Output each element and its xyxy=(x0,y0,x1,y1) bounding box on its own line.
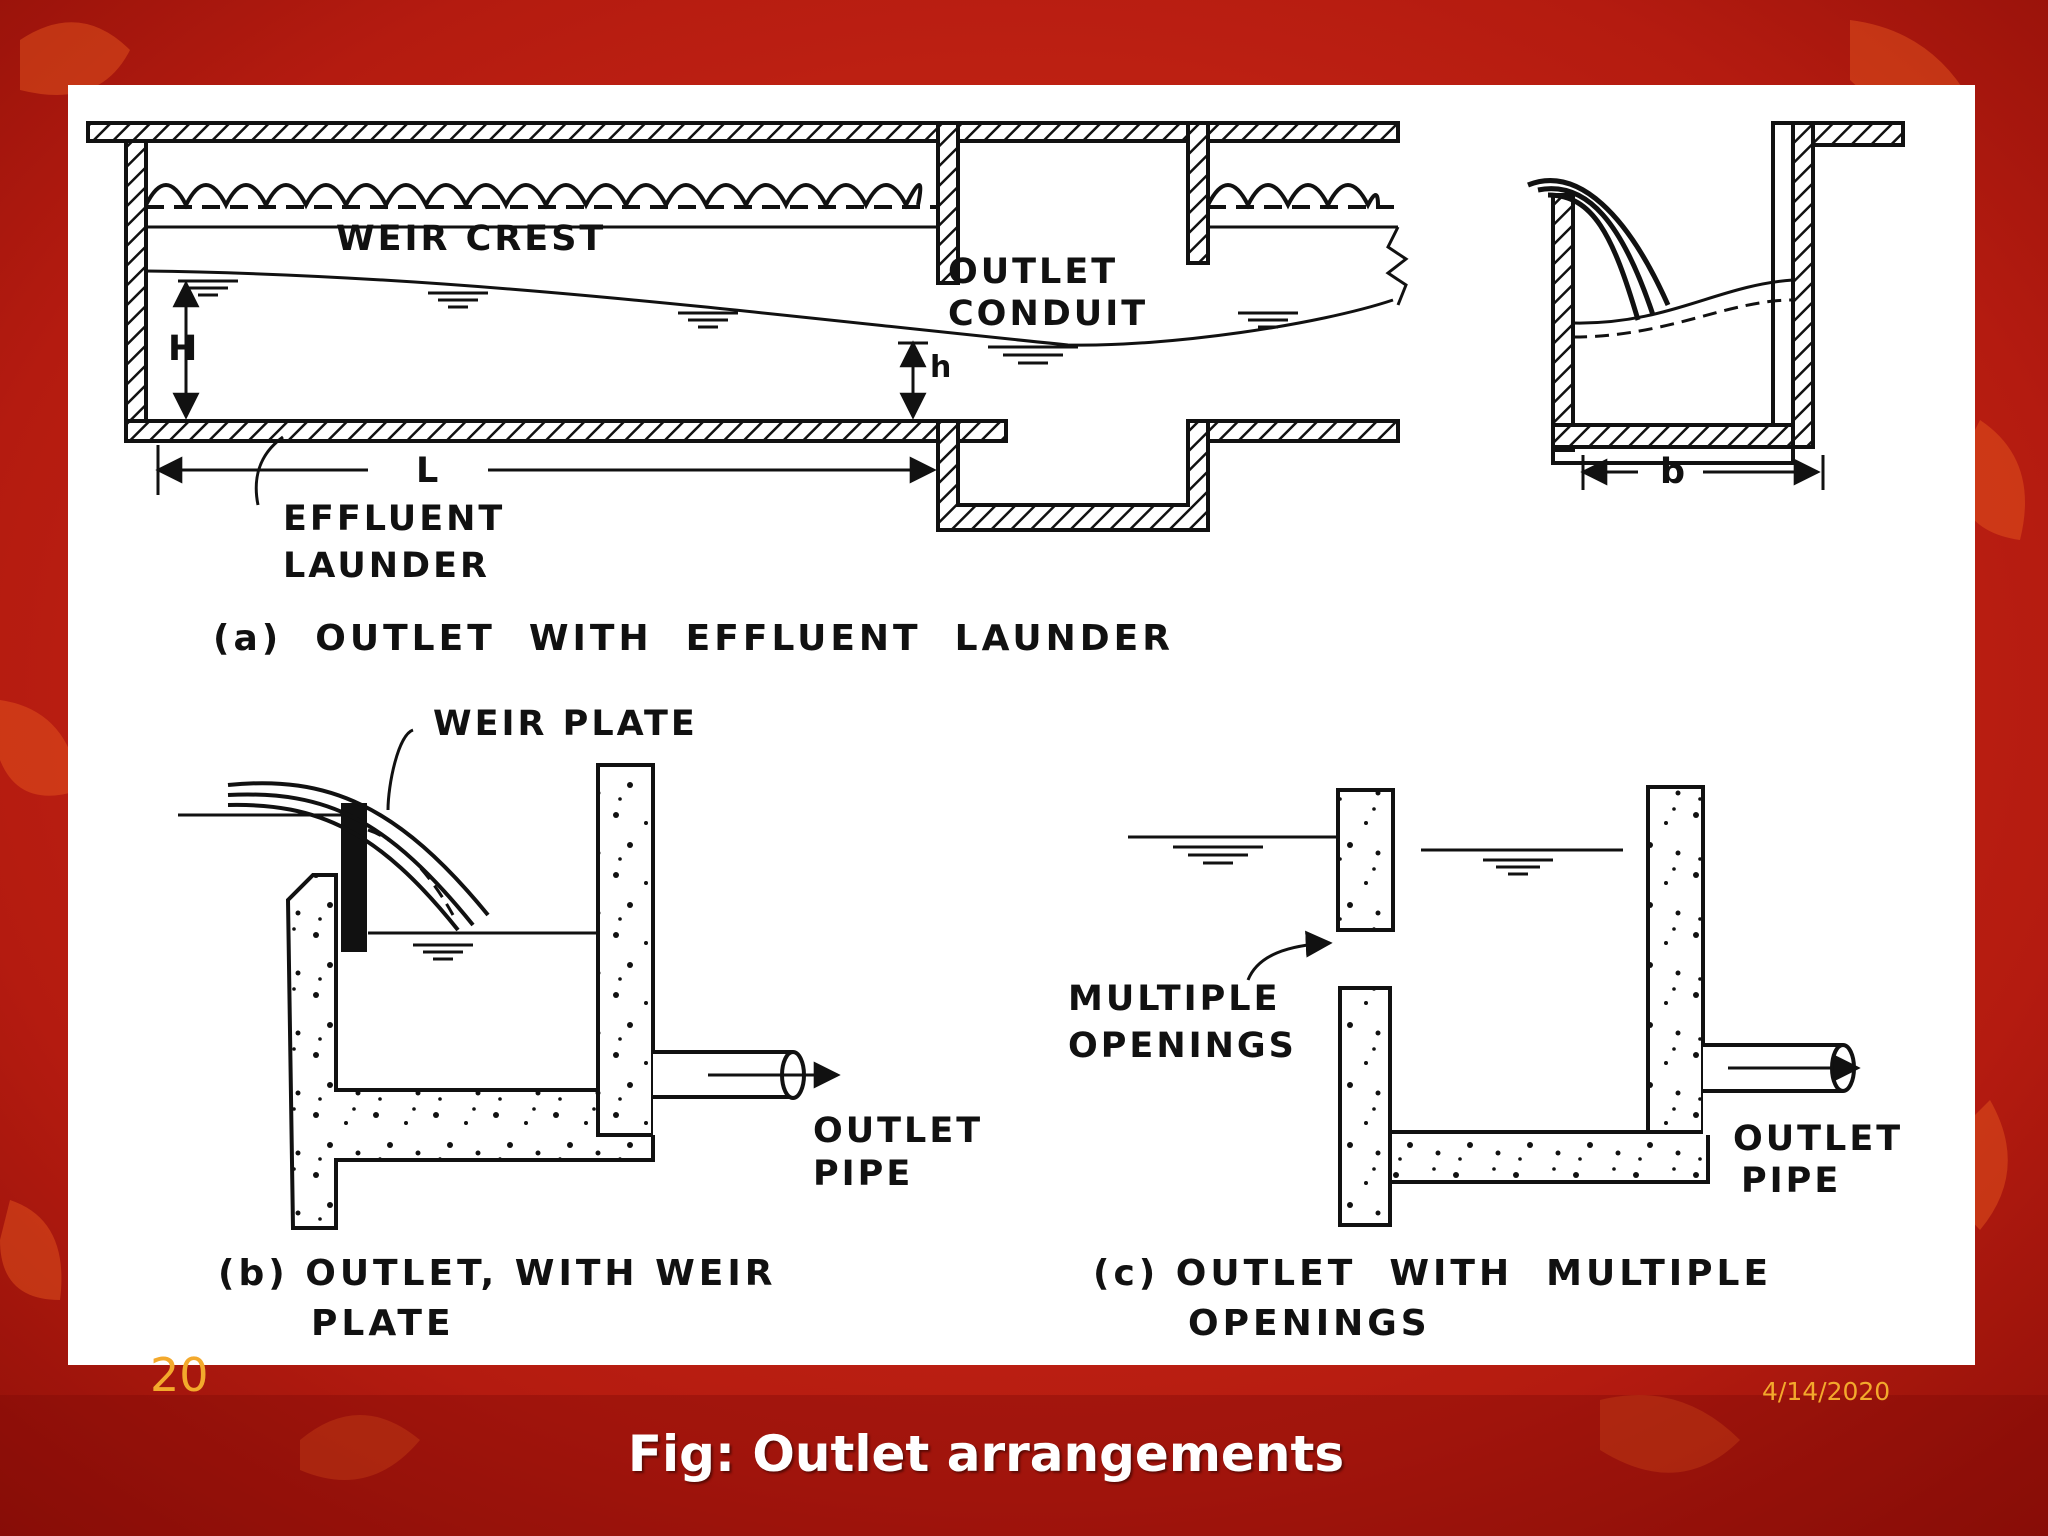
panel-c-caption-1: (c) OUTLET WITH MULTIPLE xyxy=(1093,1253,1772,1294)
outlet-arrangements-diagram: WEIR CREST OUTLET CONDUIT H h L EFFLUENT… xyxy=(86,121,1905,1344)
h-lower-label: h xyxy=(930,350,951,385)
conduit-left-wall xyxy=(936,121,960,285)
panel-b-caption-1: (b) OUTLET, WITH WEIR xyxy=(218,1253,777,1294)
panel-c-outlet-pipe-label-1: OUTLET xyxy=(1733,1119,1903,1159)
outlet-pipe-c xyxy=(1703,1043,1843,1093)
v-notch-weir-left xyxy=(144,183,923,210)
width-label: b xyxy=(1660,452,1688,492)
outlet-conduit-label-1: OUTLET xyxy=(948,252,1118,292)
multiple-openings-leader xyxy=(1246,930,1333,981)
figure-caption: Fig: Outlet arrangements xyxy=(627,1425,1345,1483)
panel-b-weir-plate xyxy=(178,728,841,1230)
outlet-wall xyxy=(596,763,655,1137)
left-wall xyxy=(124,139,148,443)
outlet-conduit-sump xyxy=(936,419,1210,532)
weir-flow-jet xyxy=(227,781,490,932)
falling-jet xyxy=(1527,178,1671,321)
panel-b-outlet-pipe-label-2: PIPE xyxy=(813,1154,913,1194)
panel-c-caption-2: OPENINGS xyxy=(1188,1303,1431,1344)
panel-c-multiple-openings xyxy=(1128,785,1861,1227)
outlet-wall-c xyxy=(1646,785,1705,1134)
weir-plate-label: WEIR PLATE xyxy=(433,704,698,744)
weir-plate-leader xyxy=(386,728,414,811)
top-ledge xyxy=(86,121,1400,143)
upper-baffle xyxy=(1336,788,1395,932)
outlet-conduit-label-2: CONDUIT xyxy=(948,294,1148,334)
panel-b-outlet-pipe-label-1: OUTLET xyxy=(813,1111,983,1151)
figure-panel: WEIR CREST OUTLET CONDUIT H h L EFFLUENT… xyxy=(68,85,1975,1365)
length-label: L xyxy=(416,451,441,491)
weir-crest-label: WEIR CREST xyxy=(336,219,606,259)
slide-date: 4/14/2020 xyxy=(1762,1377,1891,1406)
water-level-symbols xyxy=(178,279,1298,365)
panel-c-outlet-pipe-label-2: PIPE xyxy=(1741,1161,1841,1201)
h-upper-label: H xyxy=(168,329,200,369)
multiple-openings-label-1: MULTIPLE xyxy=(1068,979,1281,1019)
effluent-launder-label-2: LAUNDER xyxy=(283,546,490,586)
launder-floor xyxy=(124,419,1008,443)
outlet-pipe xyxy=(653,1050,793,1099)
v-notch-weir-right xyxy=(1206,183,1380,210)
panel-a-effluent-launder xyxy=(86,121,1409,532)
water-surface xyxy=(145,269,1394,347)
panel-a-caption: (a) OUTLET WITH EFFLUENT LAUNDER xyxy=(213,618,1174,659)
panel-b-caption-2: PLATE xyxy=(311,1303,455,1344)
slide-number: 20 xyxy=(150,1348,209,1402)
panel-a-cross-section xyxy=(1527,121,1905,490)
multiple-openings-label-2: OPENINGS xyxy=(1068,1026,1297,1066)
weir-plate xyxy=(341,803,367,952)
effluent-launder-label-1: EFFLUENT xyxy=(283,499,505,539)
